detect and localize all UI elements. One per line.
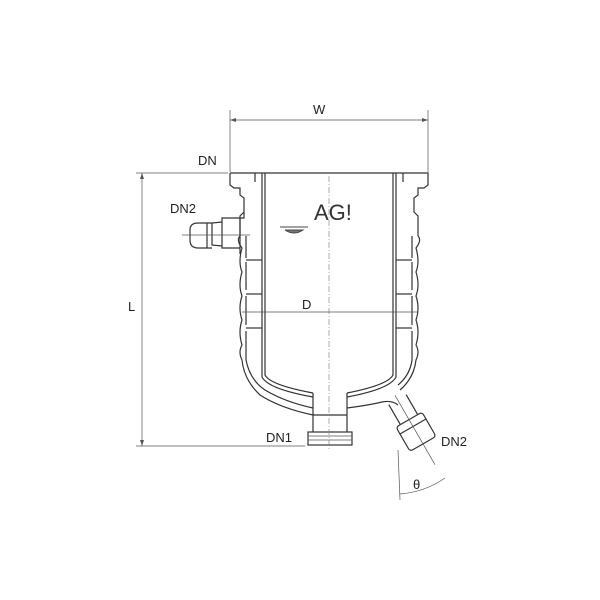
label-side-nozzle-top: DN2	[170, 201, 196, 216]
side-nozzle-top	[182, 212, 250, 254]
liquid-level-icon	[280, 226, 308, 234]
jacket-baffles	[246, 259, 412, 329]
jacket	[237, 235, 314, 416]
side-nozzle-bottom	[388, 394, 436, 465]
label-width: W	[313, 102, 326, 117]
bottom-outlet	[307, 393, 399, 446]
length-dimension	[136, 172, 305, 447]
label-side-nozzle-bottom: DN2	[441, 434, 467, 449]
label-length: L	[128, 299, 135, 314]
width-dimension	[229, 110, 429, 172]
label-flange: DN	[198, 153, 217, 168]
label-angle: θ	[413, 477, 420, 492]
angle-indicator	[397, 449, 446, 501]
inner-vessel	[264, 173, 394, 394]
label-diameter: D	[302, 297, 311, 312]
logo: AG!	[314, 200, 352, 225]
label-bottom-outlet: DN1	[266, 430, 292, 445]
top-flange	[229, 172, 429, 236]
